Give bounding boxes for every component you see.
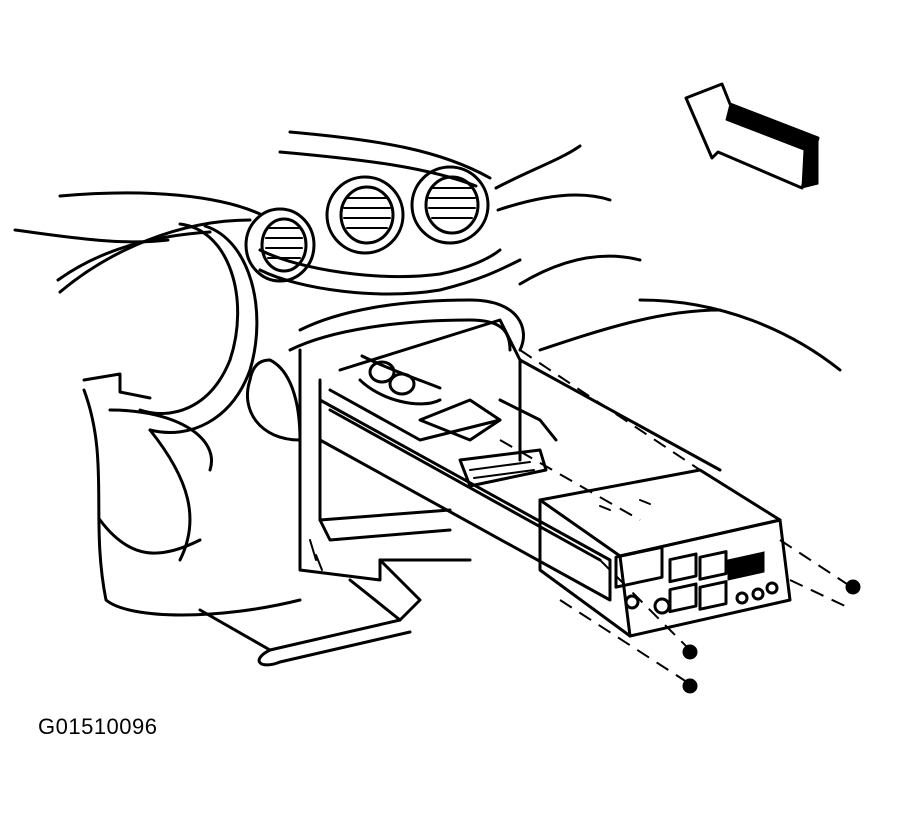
radio-unit — [538, 468, 792, 638]
mounting-brackets — [318, 358, 722, 602]
radio-cavity — [198, 318, 558, 667]
figure-code-label: G01510096 — [38, 714, 158, 739]
air-vent-center — [325, 175, 405, 255]
air-vent-left — [244, 207, 316, 283]
mounting-screw-lower-1 — [682, 644, 698, 660]
instrument-panel — [13, 130, 842, 617]
air-vent-right — [410, 165, 490, 245]
installation-guide-lines — [499, 349, 851, 685]
mounting-screw-right — [845, 579, 861, 595]
front-direction-arrow — [684, 82, 820, 190]
